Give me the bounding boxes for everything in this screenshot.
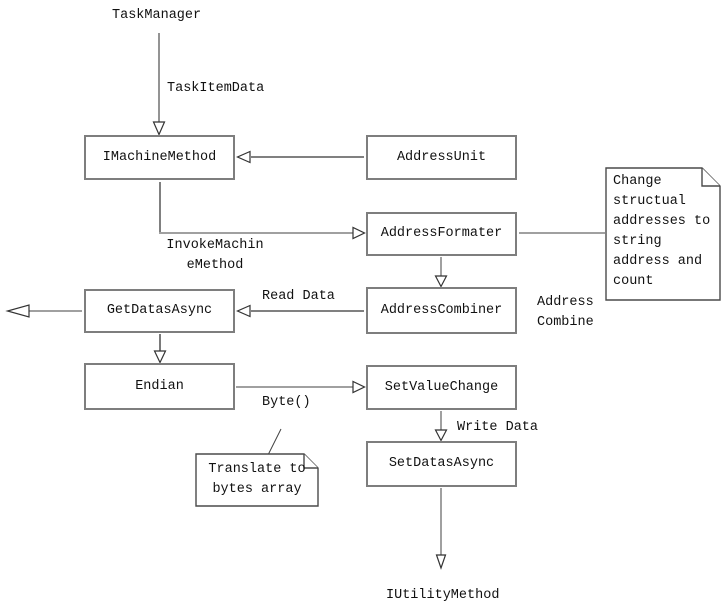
node-address-combiner: AddressCombiner	[366, 287, 517, 334]
node-set-value-change: SetValueChange	[366, 365, 517, 410]
node-address-formater: AddressFormater	[366, 212, 517, 256]
edge-label-invoke-machine-method: InvokeMachin eMethod	[166, 238, 264, 273]
node-imachine-method: IMachineMethod	[84, 135, 235, 180]
note-change-structural-shape	[605, 167, 721, 301]
edge-label-read-data: Read Data	[262, 289, 335, 304]
note-change-structural-text: Change structual addresses to string add…	[613, 174, 711, 289]
edge-taskmanager-to-imachinemethod	[152, 33, 166, 136]
node-endian: Endian	[84, 363, 235, 410]
edge-setvaluechange-to-setdatasasync	[434, 411, 448, 442]
node-get-datas-async: GetDatasAsync	[84, 289, 235, 333]
edge-label-task-item-data: TaskItemData	[167, 81, 265, 96]
edge-getdatasasync-to-left	[5, 304, 82, 318]
edge-label-byte: Byte()	[262, 395, 311, 410]
node-set-datas-async: SetDatasAsync	[366, 441, 517, 487]
note-connector-line	[267, 428, 282, 456]
endpoint-iutility-method: IUtilityMethod	[386, 588, 500, 603]
edge-addressunit-to-imachinemethod	[236, 150, 364, 164]
edge-imachinemethod-to-addressformater	[159, 182, 366, 240]
edge-addresscombiner-to-getdatasasync	[236, 304, 364, 318]
note-translate-bytes-text: Translate to bytes array	[208, 462, 306, 497]
endpoint-task-manager: TaskManager	[112, 8, 202, 23]
node-address-unit: AddressUnit	[366, 135, 517, 180]
note-translate-bytes-shape	[195, 453, 319, 507]
edge-getdatasasync-to-endian	[153, 334, 167, 364]
edge-label-write-data: Write Data	[457, 420, 539, 435]
edge-setdatasasync-to-iutilitymethod	[435, 488, 447, 570]
edge-label-address-combine: Address Combine	[537, 295, 594, 330]
edge-addressformater-to-addresscombiner	[434, 257, 448, 288]
edge-endian-to-setvaluechange	[236, 380, 366, 394]
